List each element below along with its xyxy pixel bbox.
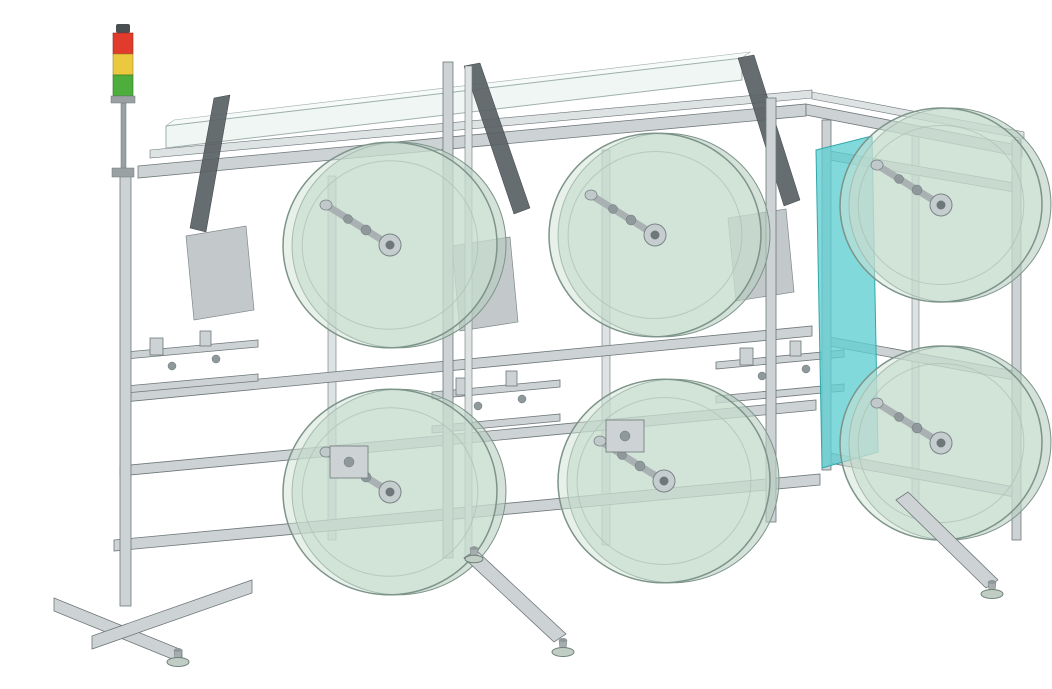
shaft-end-cap	[870, 397, 884, 409]
leveling-foot	[980, 580, 1004, 599]
tensioner-bracket	[739, 347, 754, 366]
shaft-ring	[608, 204, 618, 214]
foot-top	[470, 546, 478, 550]
tower-light-yellow-segment	[112, 53, 134, 76]
roll-hub-center	[936, 438, 946, 448]
tensioner-bracket	[505, 370, 518, 387]
roll-winding-line	[301, 407, 479, 577]
base-leg	[895, 491, 999, 589]
roll-hub-center	[659, 476, 669, 486]
roll-winding-line	[576, 397, 752, 565]
tensioner-bracket	[199, 330, 212, 347]
leveling-foot	[464, 546, 484, 564]
leveling-foot	[166, 648, 190, 667]
roll-shaft	[322, 201, 394, 249]
tensioner-rail	[125, 339, 259, 360]
foot-top	[174, 648, 182, 652]
roller-knob	[167, 361, 177, 371]
shaft-ring	[634, 460, 646, 472]
material-roll	[839, 107, 1052, 303]
foot-top	[988, 580, 996, 584]
roll-winding-line	[301, 160, 479, 330]
material-roll	[282, 141, 507, 349]
roll-hub-center	[385, 487, 395, 497]
shaft-ring	[894, 174, 904, 184]
base-rail	[91, 579, 253, 650]
roller-knob	[757, 371, 767, 381]
mounting-plate	[185, 225, 255, 321]
roller-knob	[801, 364, 811, 374]
roller-knob	[517, 394, 527, 404]
roll-winding-line	[857, 362, 1025, 524]
material-rolls	[282, 107, 1052, 596]
tower-light-green-segment	[112, 74, 134, 97]
foot-top	[559, 638, 567, 642]
roller-knob	[211, 354, 221, 364]
tower-light-red-segment	[112, 32, 134, 55]
shaft-end-cap	[593, 435, 607, 447]
roll-shaft	[873, 399, 945, 447]
roll-shaft	[587, 191, 659, 239]
web-strap	[189, 94, 231, 233]
tower-light-bracket	[111, 167, 135, 178]
foot-base	[464, 554, 484, 564]
signal-tower-light	[110, 24, 136, 178]
gearbox-blocks	[329, 419, 645, 479]
tower-light-pole	[120, 102, 127, 172]
base-leg	[463, 549, 567, 643]
foot-base	[166, 657, 190, 667]
roller-knob	[473, 401, 483, 411]
shaft-ring	[911, 422, 923, 434]
material-roll	[548, 132, 771, 338]
tensioner-bracket	[149, 337, 164, 356]
shaft-ring	[343, 214, 353, 224]
shaft-ring	[360, 224, 372, 236]
gearbox-knob	[619, 430, 631, 442]
tower-light-base	[110, 95, 136, 104]
leveling-foot	[551, 638, 575, 657]
tensioner-assembly-right	[715, 340, 845, 404]
base-structure	[53, 491, 999, 664]
frame-post	[119, 169, 132, 607]
roll-hub-center	[385, 240, 395, 250]
shaft-ring	[625, 214, 637, 226]
gearbox-knob	[343, 456, 355, 468]
roll-hub-center	[936, 200, 946, 210]
roll-hub-center	[650, 230, 660, 240]
tensioner-bracket	[789, 340, 802, 357]
leveling-feet	[166, 546, 1004, 667]
material-roll	[839, 345, 1052, 541]
roll-shaft	[873, 161, 945, 209]
shaft-ring	[894, 412, 904, 422]
guard-panel	[165, 57, 743, 149]
roll-winding-line	[857, 124, 1025, 286]
shaft-end-cap	[319, 199, 333, 211]
shaft-ring	[911, 184, 923, 196]
tower-light-cap	[116, 24, 130, 33]
foot-base	[980, 589, 1004, 599]
frame-post	[765, 97, 777, 523]
shaft-end-cap	[870, 159, 884, 171]
material-roll	[557, 378, 780, 584]
roll-winding-line	[567, 151, 743, 319]
web-strap	[463, 62, 531, 215]
foot-base	[551, 647, 575, 657]
shaft-end-cap	[584, 189, 598, 201]
